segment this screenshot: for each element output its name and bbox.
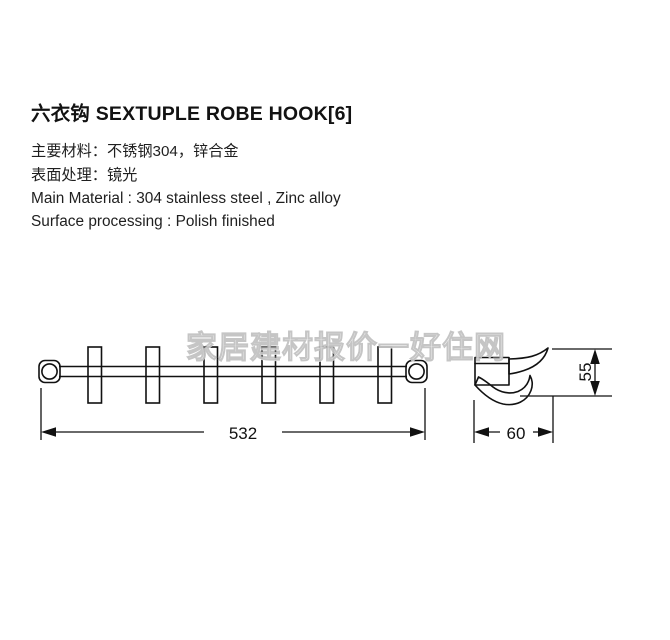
dimension-depth-60 — [473, 396, 554, 443]
dimension-height-55 — [520, 348, 612, 397]
dimension-label-55: 55 — [576, 363, 595, 382]
arrow-head-right — [410, 427, 425, 437]
dimension-overall-length — [40, 388, 426, 440]
dimension-label-532: 532 — [229, 424, 257, 443]
rail-tube — [59, 365, 407, 378]
hook-upper-arm — [508, 347, 549, 375]
arrow-head-left — [41, 427, 56, 437]
arrow-head-bottom — [590, 381, 600, 396]
spec-surface-cn: 表面处理：镜光 — [31, 166, 138, 184]
arrow-head-right-60 — [538, 427, 553, 437]
page-title: 六衣钩 SEXTUPLE ROBE HOOK[6] — [31, 103, 353, 125]
rail-end-cap-left — [38, 359, 61, 384]
hook-peg — [145, 346, 161, 404]
product-spec-block: 六衣钩 SEXTUPLE ROBE HOOK[6] 主要材料：不锈钢304，锌合… — [31, 103, 631, 233]
watermark-text: 家居建材报价一好住网 — [186, 330, 506, 366]
spec-surface-en: Surface processing : Polish finished — [31, 213, 275, 231]
spec-list: 主要材料：不锈钢304，锌合金 表面处理：镜光 Main Material : … — [31, 140, 631, 233]
arrow-head-left-60 — [474, 427, 489, 437]
hook-peg — [87, 346, 103, 404]
hook-lower-curve — [474, 374, 534, 406]
dimension-label-60: 60 — [507, 424, 526, 443]
spec-material-en: Main Material : 304 stainless steel , Zi… — [31, 189, 341, 207]
arrow-head-top — [590, 349, 600, 364]
spec-material-cn: 主要材料：不锈钢304，锌合金 — [31, 143, 239, 161]
